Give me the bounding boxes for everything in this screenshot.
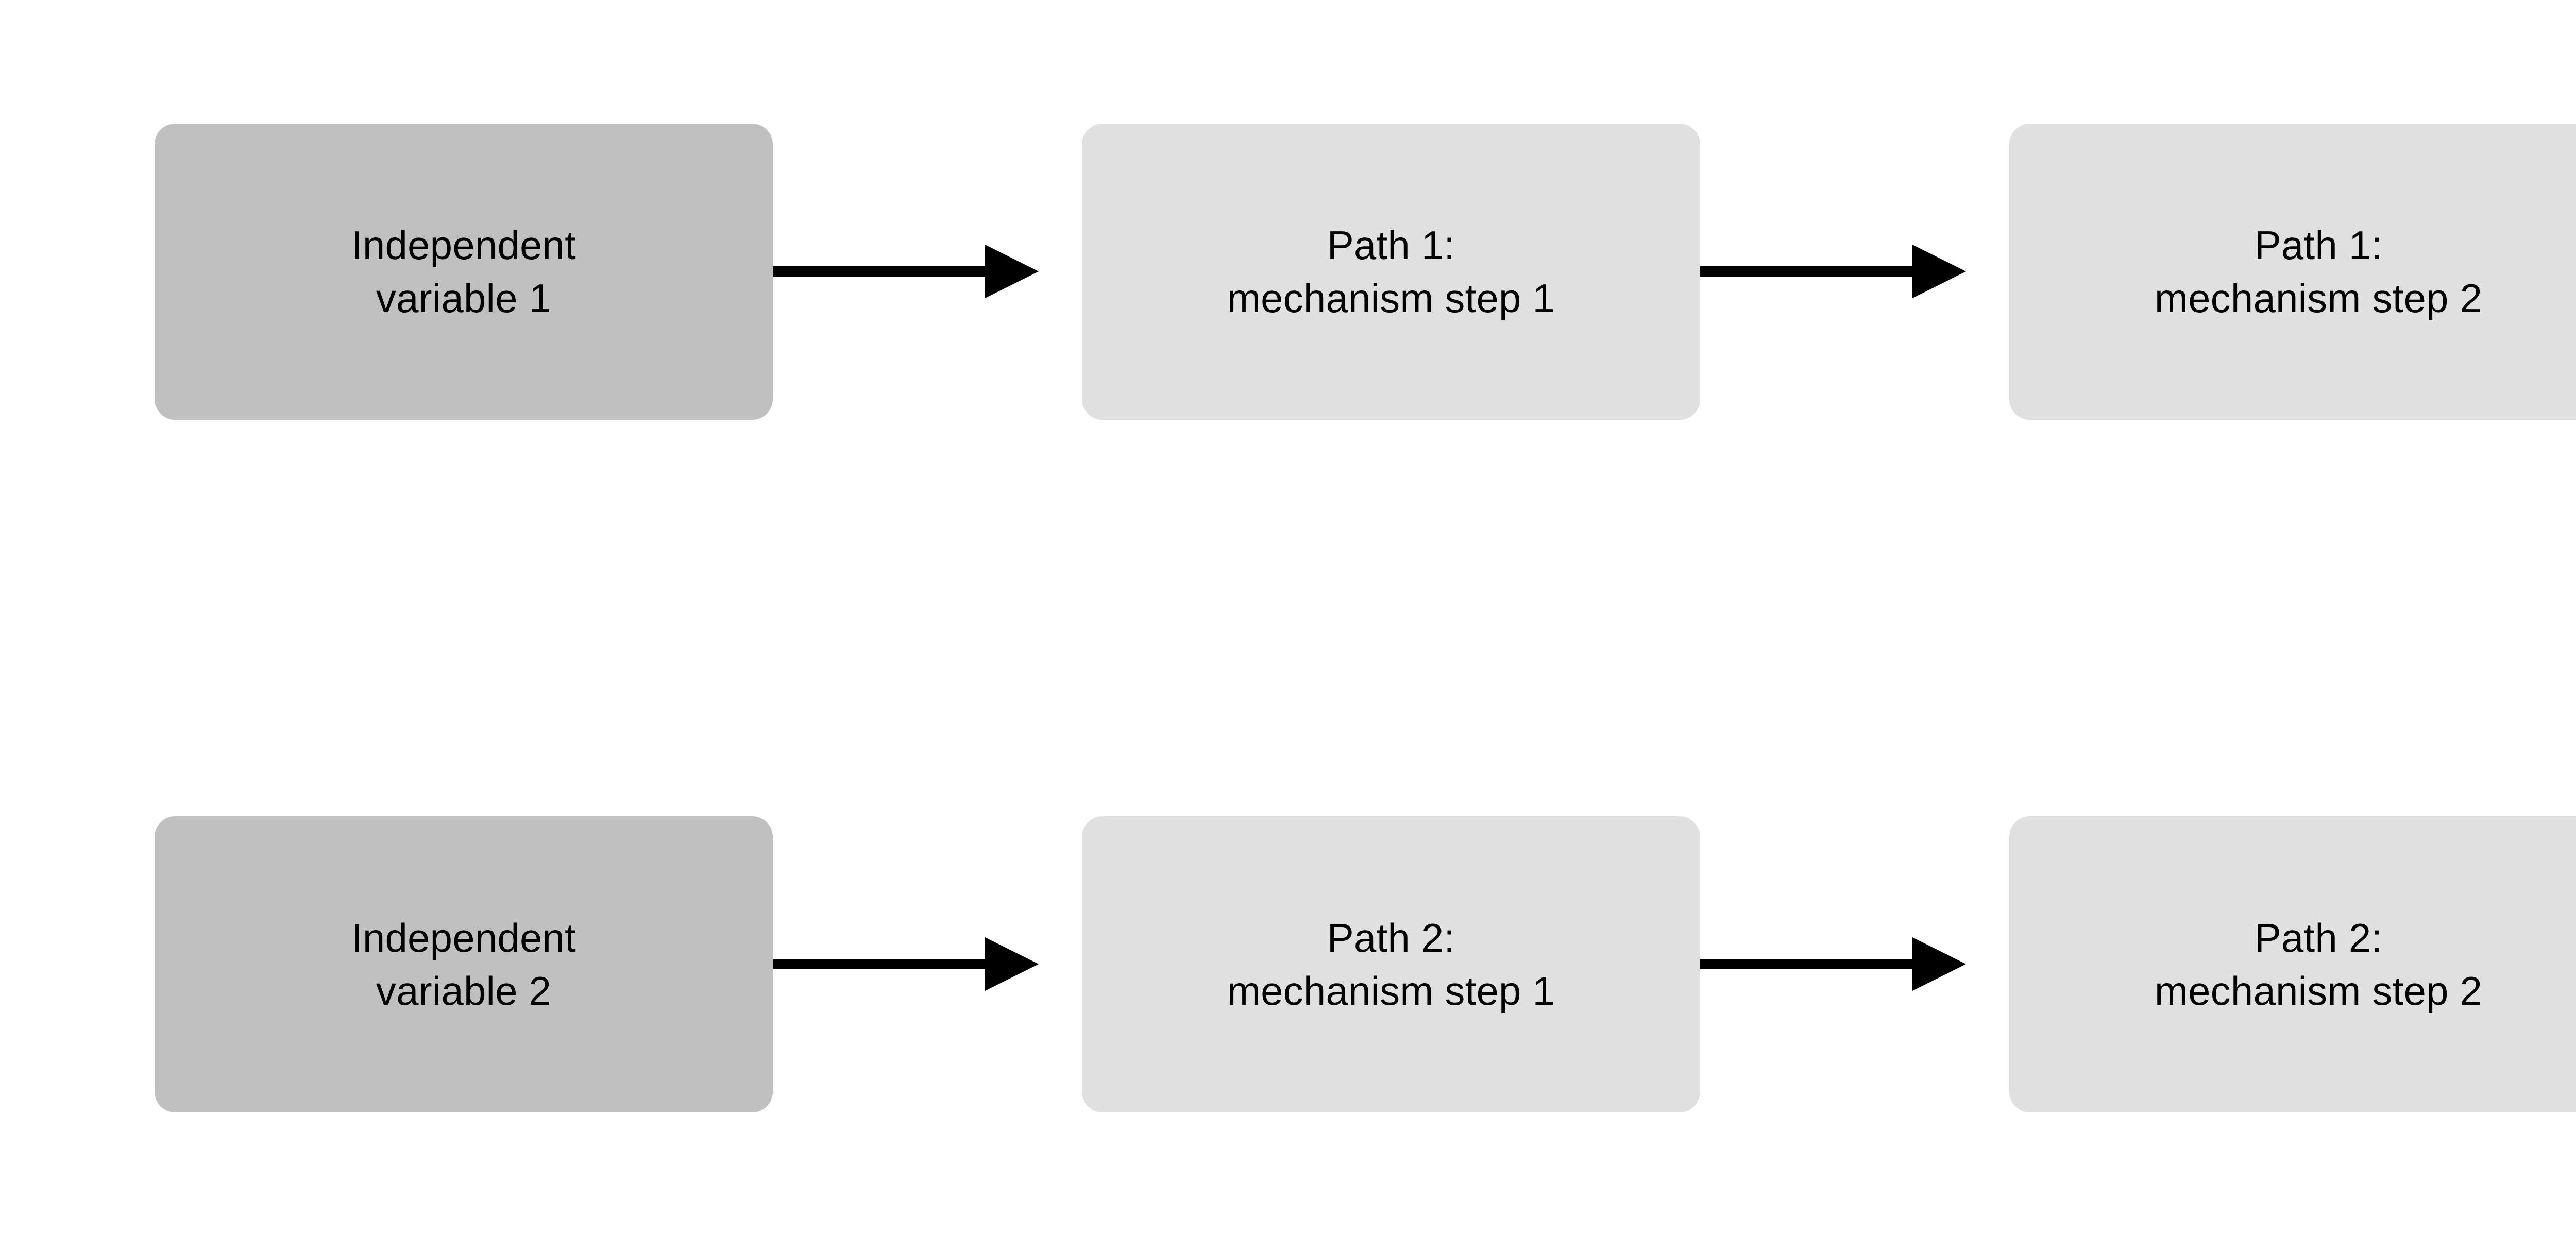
node-path-1-mechanism-step-1[interactable]: Path 1: mechanism step 1	[1082, 124, 1700, 420]
node-independent-variable-1[interactable]: Independent variable 1	[155, 124, 773, 420]
node-path-2-mechanism-step-2[interactable]: Path 2: mechanism step 2	[2009, 816, 2576, 1112]
node-path-1-mechanism-step-2[interactable]: Path 1: mechanism step 2	[2009, 124, 2576, 420]
node-independent-variable-2[interactable]: Independent variable 2	[155, 816, 773, 1112]
node-path-2-mechanism-step-1[interactable]: Path 2: mechanism step 1	[1082, 816, 1700, 1112]
